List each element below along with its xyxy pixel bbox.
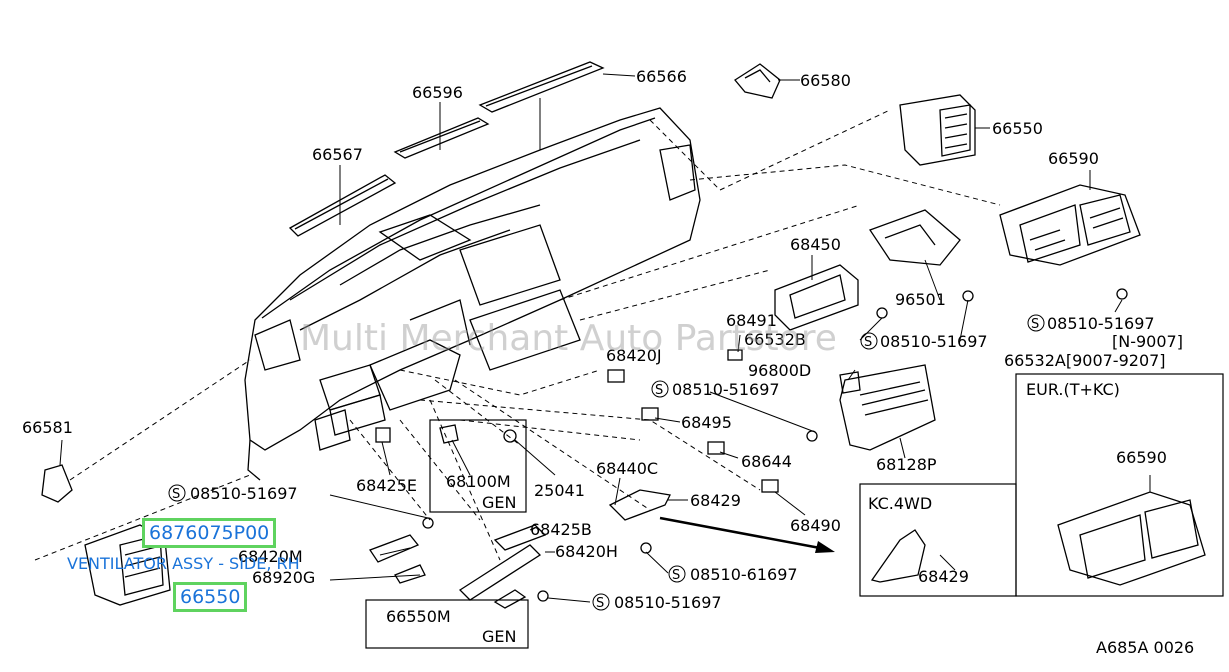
callout-66532a: 66532A[9007-9207] [1004,351,1166,370]
callout-68429-a: 68429 [690,491,741,510]
callout-66532b: 66532B [744,330,806,349]
circled-s-0851051697-c: S [651,380,669,398]
callout-08510-61697: 08510-61697 [690,565,798,584]
callout-25041: 25041 [534,481,585,500]
diagram-code: A685A 0026 [1096,638,1194,657]
callout-68920g: 68920G [252,568,315,587]
callout-gen-1: GEN [482,493,516,512]
part-number-link[interactable]: 6876075P00 [142,518,277,548]
callout-68425e: 68425E [356,476,417,495]
circled-s-0851051697-e: S [592,593,610,611]
callout-68490: 68490 [790,516,841,535]
svg-text:S: S [655,383,663,398]
callout-68440c: 68440C [596,459,658,478]
circled-s-0851051697-a: S [860,332,878,350]
callout-gen-2: GEN [482,627,516,646]
callout-68128p: 68128P [876,455,937,474]
vent-66550-top-drawing [899,94,976,166]
callout-66550m: 66550M [386,607,451,626]
svg-text:S: S [672,568,680,583]
callout-68425b: 68425B [530,520,592,539]
circled-s-0851051697-d: S [168,484,186,502]
watermark: Multi Merchant Auto Partstore [300,318,837,359]
callout-n9007: [N-9007] [1112,332,1183,351]
callout-66580: 66580 [800,71,851,90]
callout-68495: 68495 [681,413,732,432]
callout-66581: 66581 [22,418,73,437]
clips-drawing [41,349,861,609]
callout-08510-51697-c: 08510-51697 [672,380,780,399]
inset-title-eur: EUR.(T+KC) [1026,380,1120,399]
callout-66590-inset: 66590 [1116,448,1167,467]
part-caption: VENTILATOR ASSY - SIDE, RH [67,554,300,573]
callout-08510-51697-a: 08510-51697 [880,332,988,351]
callout-08510-51697-e: 08510-51697 [614,593,722,612]
inset-title-kc4wd: KC.4WD [868,494,932,513]
vent-66580-drawing [734,63,781,99]
dashboard-panel-drawing [244,107,701,481]
svg-text:S: S [172,487,180,502]
svg-text:S: S [864,335,872,350]
frames [365,373,1224,649]
defroster-grilles-drawing [288,61,605,237]
callout-08510-51697-d: 08510-51697 [190,484,298,503]
callout-66567: 66567 [312,145,363,164]
callout-68491: 68491 [726,311,777,330]
callout-66550-top: 66550 [992,119,1043,138]
callout-68429-b: 68429 [918,567,969,586]
callout-68100m: 68100M [446,472,511,491]
callout-96501: 96501 [895,290,946,309]
inset-eur-vent-drawing [1057,491,1206,586]
callout-labels: 66566 66580 66596 66550 66567 66590 6845… [22,67,1194,657]
callout-66590-top: 66590 [1048,149,1099,168]
callout-68644: 68644 [741,452,792,471]
callout-96800d: 96800D [748,361,811,380]
callout-68420m: 68420M [238,547,303,566]
callout-68420h: 68420H [555,542,618,561]
svg-text:S: S [596,596,604,611]
dashed-leaders [34,109,1001,561]
callout-08510-51697-b: 08510-51697 [1047,314,1155,333]
ref-66550-link[interactable]: 66550 [173,582,248,612]
solid-leaders [59,73,1151,603]
callout-66596: 66596 [412,83,463,102]
circled-s-0851061697: S [668,565,686,583]
vent-cluster-66590-drawing [999,184,1141,266]
callout-68420j: 68420J [606,346,662,365]
inset-kc4wd-drawing [870,529,926,583]
callout-66566: 66566 [636,67,687,86]
svg-text:S: S [1031,317,1039,332]
circled-s-0851051697-b: S [1027,314,1045,332]
callout-68450: 68450 [790,235,841,254]
